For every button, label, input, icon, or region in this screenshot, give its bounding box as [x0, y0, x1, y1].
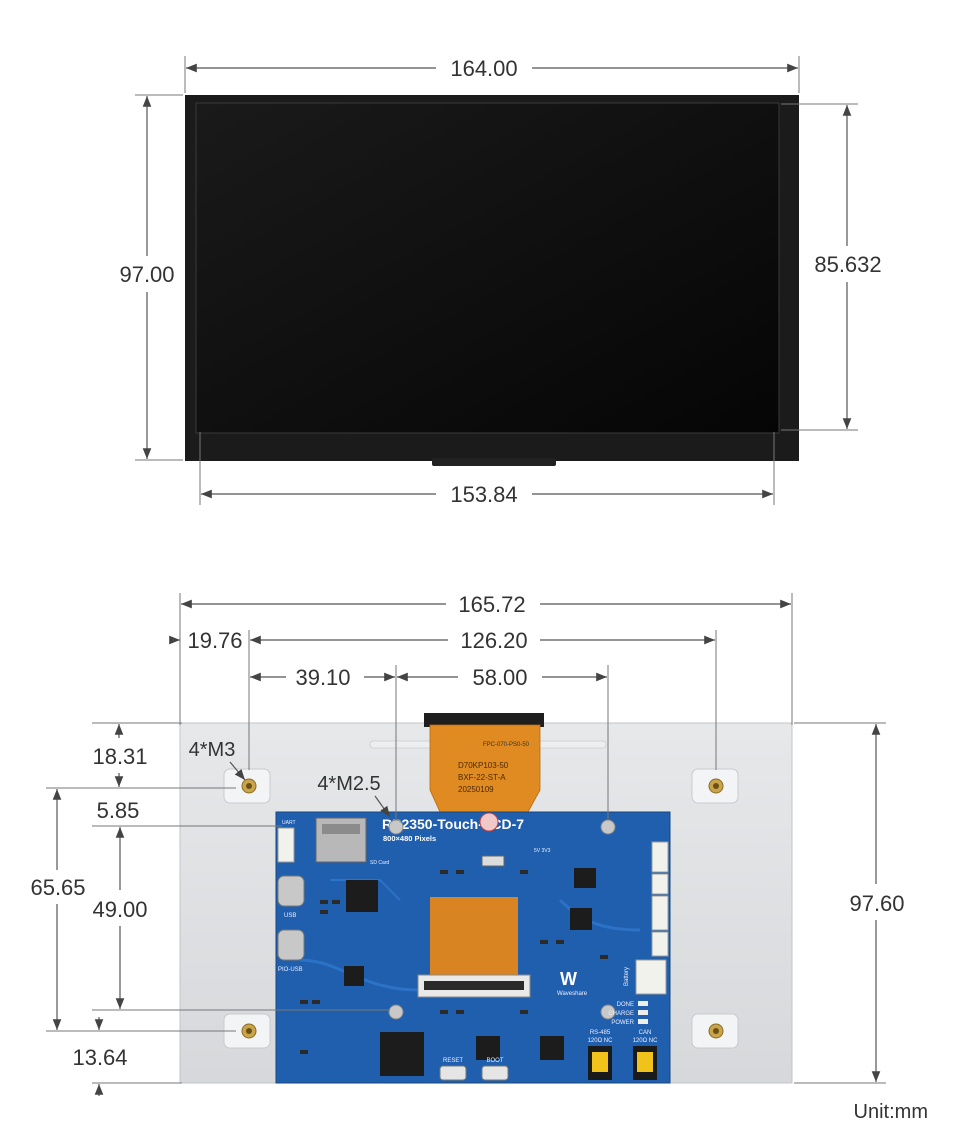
pcb-hole-bottom-right: [600, 1004, 616, 1020]
dim-hole-span-x: 126.20: [460, 628, 527, 653]
dim-overall-height: 97.00: [119, 262, 174, 287]
sensor-connector: [651, 841, 669, 873]
bottom-view: FPC-070-PS0-50 D70KP103-50 BXF-22-ST-A 2…: [30, 592, 905, 1096]
svg-text:FPC-070-PS0-50: FPC-070-PS0-50: [483, 742, 530, 748]
pcb-hole-bottom-left: [388, 1004, 404, 1020]
svg-text:PIO-USB: PIO-USB: [278, 967, 303, 973]
svg-text:5V 3V3: 5V 3V3: [534, 848, 551, 854]
label-m3-holes: 4*M3: [189, 739, 236, 761]
svg-text:20250109: 20250109: [458, 785, 494, 794]
svg-text:RS-485: RS-485: [590, 1030, 611, 1036]
waveshare-logo: W: [560, 969, 577, 989]
can-connector: [651, 873, 669, 895]
svg-text:CAN: CAN: [639, 1030, 652, 1036]
dim-bottom-to-hole: 13.64: [72, 1045, 127, 1070]
boot-button: [481, 1065, 509, 1081]
dim-hole-to-fpc: 39.10: [295, 665, 350, 690]
display-tab: [432, 458, 556, 466]
svg-text:POWER: POWER: [611, 1020, 634, 1026]
svg-text:Waveshare: Waveshare: [557, 991, 588, 997]
i2c-connector: [651, 895, 669, 931]
fpc-connector-top: [424, 713, 544, 727]
rs485-connector: [651, 931, 669, 957]
unit-label: Unit:mm: [854, 1101, 928, 1123]
pcb-hole-top-right: [600, 819, 616, 835]
svg-text:120Ω NC: 120Ω NC: [633, 1038, 658, 1044]
svg-text:USB: USB: [284, 913, 296, 919]
dim-hole-offset-x: 19.76: [187, 628, 242, 653]
svg-text:BXF-22-ST-A: BXF-22-ST-A: [458, 773, 506, 782]
ffc-ribbon: [430, 897, 518, 975]
dim-bottom-overall-height: 97.60: [849, 891, 904, 916]
svg-text:UART: UART: [282, 820, 296, 826]
svg-text:SD Card: SD Card: [370, 860, 389, 866]
dim-board-width: 165.72: [458, 592, 525, 617]
label-m25-holes: 4*M2.5: [317, 773, 380, 795]
dim-hole-span-y: 65.65: [30, 875, 85, 900]
qc-sticker: [479, 812, 499, 832]
standoff-m3-bottom-right: [691, 1013, 739, 1049]
standoff-m3-top-left: [223, 768, 271, 804]
dim-overall-width: 164.00: [450, 56, 517, 81]
dim-active-width: 153.84: [450, 482, 517, 507]
reset-button: [439, 1065, 467, 1081]
dim-pcb-hole-span-y: 49.00: [92, 897, 147, 922]
usb-c-port: [277, 875, 305, 907]
dim-active-height: 85.632: [814, 252, 881, 277]
pcb-title: RP2350-Touch-LCD-7: [382, 816, 524, 832]
svg-text:D70KP103-50: D70KP103-50: [458, 761, 509, 770]
svg-text:BOOT: BOOT: [486, 1058, 503, 1064]
dim-top-to-hole: 18.31: [92, 744, 147, 769]
pcb-subtitle: 800×480 Pixels: [383, 834, 436, 843]
pio-usb-c-port: [277, 929, 305, 961]
uart-connector: [277, 827, 295, 863]
svg-text:DONE: DONE: [617, 1002, 634, 1008]
svg-text:RESET: RESET: [443, 1058, 463, 1064]
pcb-hole-top-left: [388, 819, 404, 835]
battery-connector: [635, 959, 667, 995]
dim-pcb-offset-y: 5.85: [97, 798, 140, 823]
display-active-area: [195, 102, 780, 434]
pcb-board: RP2350-Touch-LCD-7 800×480 Pixels SD Car…: [275, 811, 671, 1084]
rp2350-chip: [380, 1032, 424, 1076]
standoff-m3-top-right: [691, 768, 739, 804]
dim-fpc-span: 58.00: [472, 665, 527, 690]
standoff-m3-bottom-left: [223, 1013, 271, 1049]
top-view: 164.00 97.00 85.632 153.84: [119, 56, 882, 507]
svg-text:CHARGE: CHARGE: [608, 1011, 634, 1017]
svg-text:Battery: Battery: [624, 967, 630, 986]
svg-text:120Ω NC: 120Ω NC: [588, 1038, 613, 1044]
